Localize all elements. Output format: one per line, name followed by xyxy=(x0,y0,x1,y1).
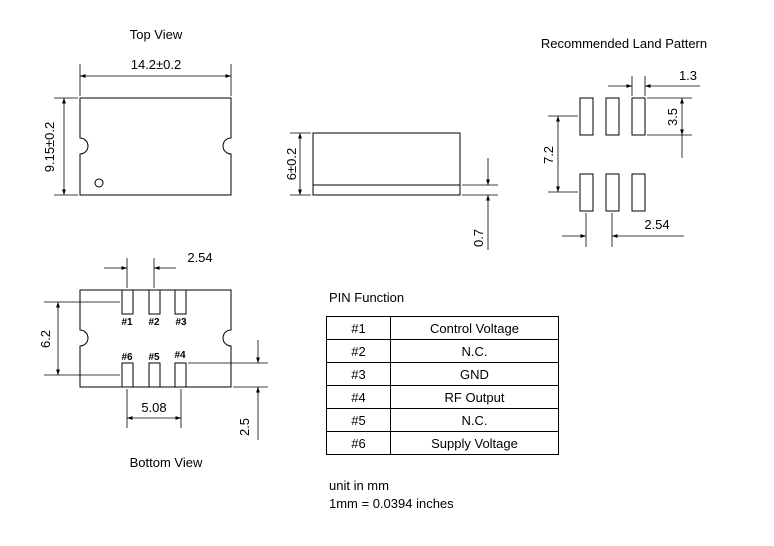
bottom-pad-4 xyxy=(174,362,187,388)
pin-function-cell: N.C. xyxy=(390,339,559,363)
pin-number-cell: #5 xyxy=(326,408,391,432)
top-view-width-dim: 14.2±0.2 xyxy=(131,57,182,72)
side-view-base-dim: 0.7 xyxy=(471,229,486,247)
top-view: Top View 14.2±0.2 9.15±0.2 xyxy=(42,27,232,196)
pin-number-cell: #3 xyxy=(326,362,391,386)
land-pad xyxy=(605,173,620,212)
land-pad-width-dim: 1.3 xyxy=(679,68,697,83)
side-view-body xyxy=(312,132,461,196)
land-pad xyxy=(579,97,594,136)
land-pattern: Recommended Land Pattern 1.3 3.5 7.2 2.5… xyxy=(541,36,707,247)
pin1-marker xyxy=(94,178,104,188)
land-pad xyxy=(631,97,646,136)
pin-function-cell: RF Output xyxy=(390,385,559,409)
bottom-view: #1 #2 #3 #6 #5 #4 2.54 6.2 5.08 2.5 Bott… xyxy=(38,250,268,470)
side-view: 6±0.2 0.7 xyxy=(284,132,498,250)
pad-label-6: #6 xyxy=(121,352,133,363)
bottom-pad-3 xyxy=(174,289,187,315)
land-pattern-title: Recommended Land Pattern xyxy=(541,36,707,51)
bottom-pitch-dim: 2.54 xyxy=(187,250,212,265)
land-pad xyxy=(579,173,594,212)
conversion-line: 1mm = 0.0394 inches xyxy=(329,496,454,511)
bottom-view-body xyxy=(79,289,232,388)
land-pad-length-dim: 3.5 xyxy=(665,108,680,126)
pad-label-5: #5 xyxy=(148,352,160,363)
pad-label-3: #3 xyxy=(175,317,187,328)
bottom-outer-spacing-dim: 5.08 xyxy=(141,400,166,415)
pad-label-2: #2 xyxy=(148,317,160,328)
side-view-height-dim: 6±0.2 xyxy=(284,148,299,180)
unit-line: unit in mm xyxy=(329,478,389,493)
top-view-body xyxy=(79,97,232,196)
pin-function-cell: GND xyxy=(390,362,559,386)
top-view-height-dim: 9.15±0.2 xyxy=(42,122,57,173)
pad-label-1: #1 xyxy=(121,317,133,328)
land-pad xyxy=(605,97,620,136)
pin-number-cell: #2 xyxy=(326,339,391,363)
land-row-spacing-dim: 7.2 xyxy=(541,146,556,164)
bottom-edge-dim: 2.5 xyxy=(237,418,252,436)
bottom-pad-2 xyxy=(148,289,161,315)
pad-label-4: #4 xyxy=(174,350,186,361)
pin-number-cell: #1 xyxy=(326,316,391,340)
land-pitch-dim: 2.54 xyxy=(644,217,669,232)
pin-function-cell: N.C. xyxy=(390,408,559,432)
pin-number-cell: #4 xyxy=(326,385,391,409)
unit-note: unit in mm 1mm = 0.0394 inches xyxy=(329,477,454,513)
bottom-pad-6 xyxy=(121,362,134,388)
bottom-pad-5 xyxy=(148,362,161,388)
bottom-row-spacing-dim: 6.2 xyxy=(38,330,53,348)
pin-function-cell: Supply Voltage xyxy=(390,431,559,455)
land-pad xyxy=(631,173,646,212)
pin-number-cell: #6 xyxy=(326,431,391,455)
bottom-view-title: Bottom View xyxy=(130,455,203,470)
pin-function-title: PIN Function xyxy=(329,290,405,305)
bottom-pad-1 xyxy=(121,289,134,315)
pin-function-cell: Control Voltage xyxy=(390,316,559,340)
top-view-title: Top View xyxy=(130,27,183,42)
